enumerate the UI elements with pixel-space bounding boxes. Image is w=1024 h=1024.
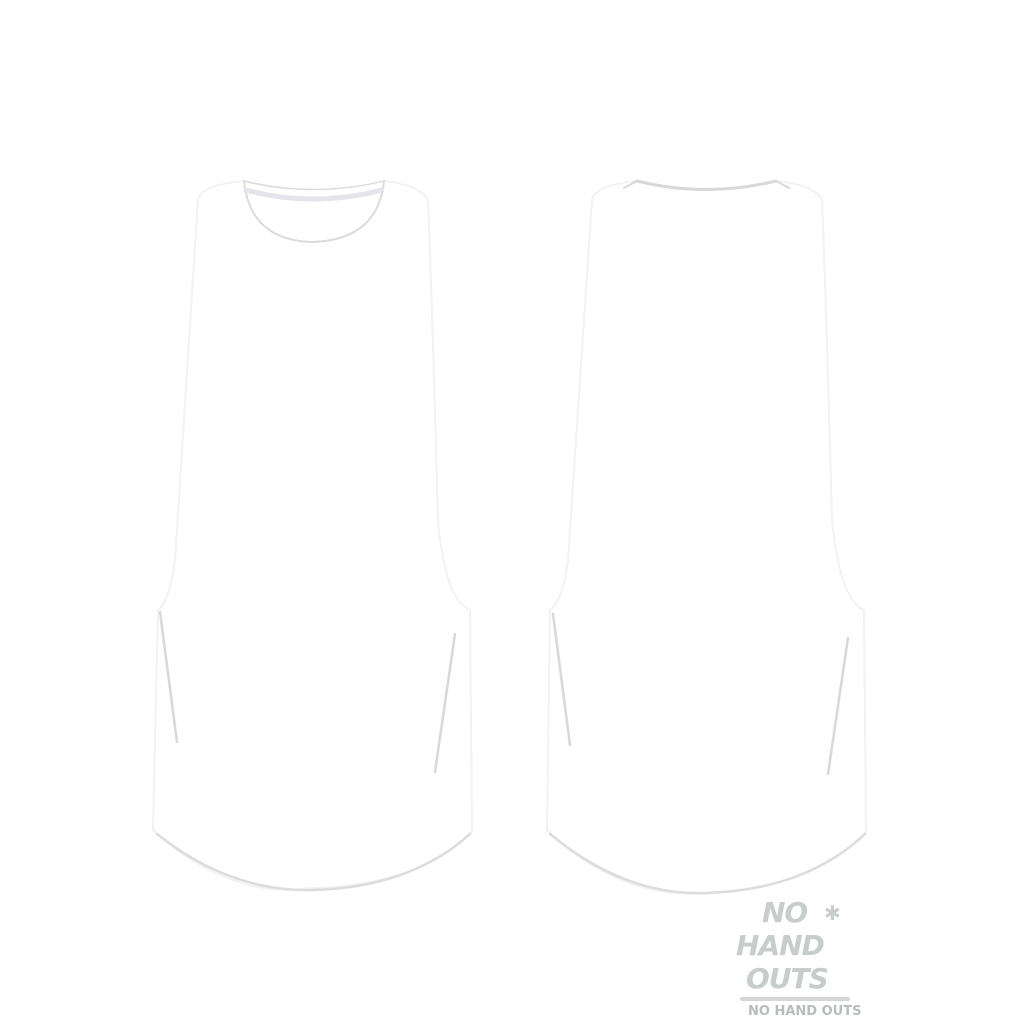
- front-right-side-seam: [433, 632, 457, 774]
- front-neckline-top: [243, 180, 385, 191]
- logo-underline: [740, 997, 850, 1001]
- back-shoulder-right: [775, 180, 790, 189]
- front-hem: [155, 832, 472, 892]
- logo-star: ✱: [824, 901, 841, 925]
- front-left-side-seam: [158, 610, 179, 744]
- front-body-outline: [151, 180, 474, 891]
- front-neckline: [243, 180, 385, 244]
- logo-caption: NO HAND OUTS: [748, 1004, 862, 1019]
- front-collar-band: [243, 187, 385, 202]
- tank-front: [151, 180, 474, 892]
- logo-line-2: HAND: [736, 929, 825, 962]
- no-hand-outs-logo: NO ✱ HAND OUTS NO HAND OUTS: [728, 898, 868, 1020]
- back-body-outline: [545, 180, 868, 895]
- back-hem: [548, 832, 867, 895]
- back-left-side-seam: [551, 612, 572, 747]
- back-neckline: [635, 179, 778, 191]
- tank-back: [545, 179, 868, 895]
- back-right-side-seam: [826, 636, 850, 776]
- logo-line-3: OUTS: [746, 962, 829, 995]
- back-shoulder-left: [623, 180, 638, 189]
- logo-line-1: NO: [762, 896, 808, 929]
